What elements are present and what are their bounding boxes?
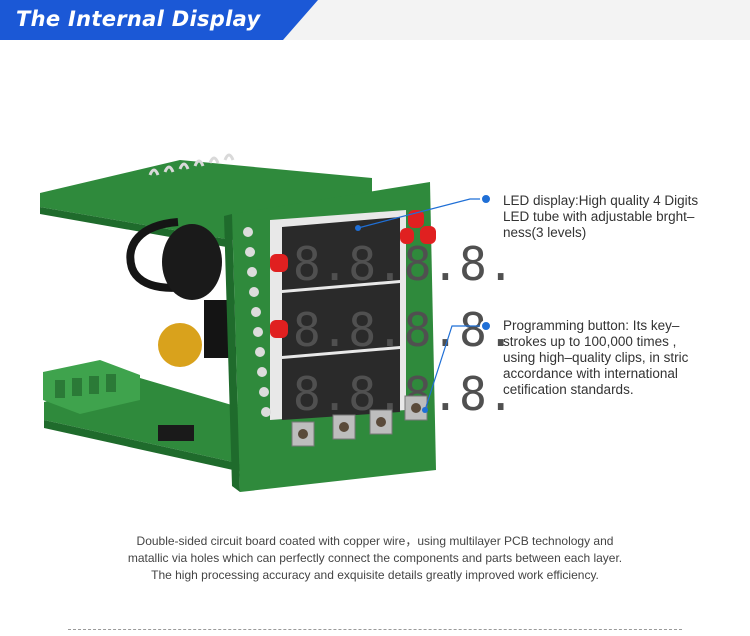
indicator-leds: [270, 210, 436, 338]
callout-line: strokes up to 100,000 times ,: [503, 334, 677, 349]
callout-dot-display: [480, 193, 492, 205]
programming-buttons: [291, 395, 428, 447]
current-transformer: [162, 224, 222, 300]
callout-line: using high–quality clips, in stric: [503, 350, 689, 365]
caption-line: The high processing accuracy and exquisi…: [151, 568, 599, 582]
edge-pads: [243, 227, 271, 417]
display-digits-2: 8.8.8.8.: [293, 303, 515, 357]
callout-line: Programming button: Its key–: [503, 318, 680, 333]
callout-dot-button: [480, 320, 492, 332]
callout-led-display: LED display:High quality 4 Digits LED tu…: [503, 193, 698, 241]
capacitor: [158, 323, 202, 367]
callout-line: LED display:High quality 4 Digits: [503, 193, 699, 208]
callout-line: ness(3 levels): [503, 225, 587, 240]
caption-line: matallic via holes which can perfectly c…: [127, 551, 623, 565]
display-digits-1: 8.8.8.8.: [293, 237, 515, 291]
ic-chip: [158, 425, 194, 441]
led-display-module: 8.8.8.8. 8.8.8.8. 8.8.8.8.: [270, 210, 515, 421]
header-banner: The Internal Display: [0, 0, 750, 40]
callout-line: accordance with international: [503, 366, 678, 381]
display-row-2: [282, 283, 400, 356]
product-image: 8.8.8.8. 8.8.8.8. 8.8.8.8.: [40, 153, 515, 492]
caption-line: Double-sided circuit board coated with c…: [136, 534, 614, 548]
description-caption: Double-sided circuit board coated with c…: [50, 533, 700, 584]
display-row-1: [282, 217, 400, 290]
top-pin-header: [148, 153, 235, 176]
callout-programming-button: Programming button: Its key– strokes up …: [503, 318, 688, 398]
callout-line: LED tube with adjustable brght–: [503, 209, 695, 224]
callout-line-button: [424, 325, 486, 411]
banner-title: The Internal Display: [16, 7, 261, 31]
callout-line: cetification standards.: [503, 382, 634, 397]
banner-accent: [0, 0, 318, 40]
display-row-3: [282, 349, 400, 420]
display-digits-3: 8.8.8.8.: [293, 367, 515, 421]
footer-divider: [68, 629, 682, 630]
